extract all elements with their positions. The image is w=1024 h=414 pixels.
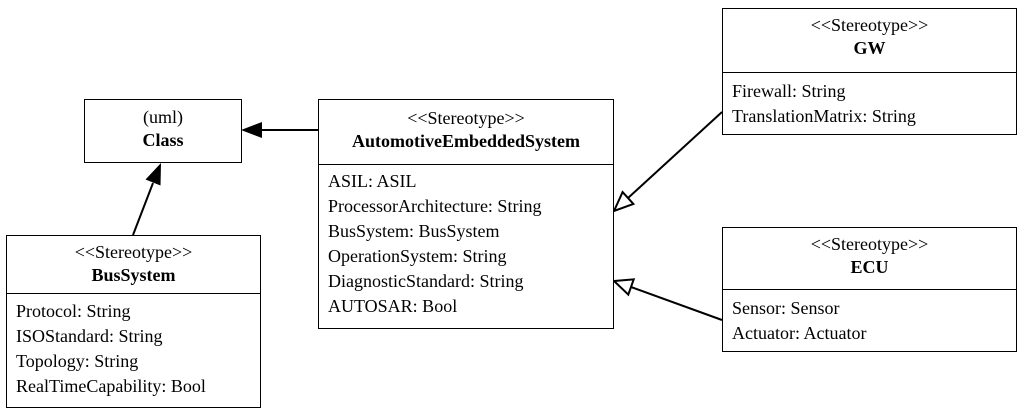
bussystem-name: BusSystem [91,265,176,285]
attribute: Firewall: String [732,81,846,101]
attribute: DiagnosticStandard: String [328,271,524,291]
bussystem-stereotype: <<Stereotype>> [74,242,193,262]
gw-stereotype: <<Stereotype>> [810,15,929,35]
gw-box: <<Stereotype>> GW Firewall: String Trans… [722,8,1017,135]
ecu-attributes: Sensor: Sensor Actuator: Actuator [723,290,1016,346]
attribute: ASIL: ASIL [328,171,417,191]
attribute: Protocol: String [16,301,131,321]
automotive-header: <<Stereotype>> AutomotiveEmbeddedSystem [319,100,613,165]
attribute: Sensor: Sensor [732,298,840,318]
bussystem-box: <<Stereotype>> BusSystem Protocol: Strin… [6,235,261,408]
ecu-name: ECU [850,257,889,277]
attribute: OperationSystem: String [328,246,507,266]
uml-class-box: (uml) Class [84,99,242,163]
uml-class-header: (uml) Class [85,100,241,152]
extension-line-bussystem-to-class [132,182,154,236]
attribute: ISOStandard: String [16,326,163,346]
automotive-name: AutomotiveEmbeddedSystem [352,131,580,151]
uml-class-stereotype: (uml) [143,107,183,127]
attribute: AUTOSAR: Bool [328,296,458,316]
attribute: Topology: String [16,351,139,371]
generalization-line-ecu-to-automotive [630,286,723,321]
automotive-embedded-system-box: <<Stereotype>> AutomotiveEmbeddedSystem … [318,99,614,329]
generalization-line-gw-to-automotive [627,111,723,199]
automotive-attributes: ASIL: ASIL ProcessorArchitecture: String… [319,165,613,319]
bussystem-header: <<Stereotype>> BusSystem [7,236,260,294]
bussystem-attributes: Protocol: String ISOStandard: String Top… [7,294,260,399]
gw-name: GW [853,38,886,58]
filled-arrowhead-automotive-to-class [241,122,262,138]
automotive-stereotype: <<Stereotype>> [407,108,525,128]
gw-attributes: Firewall: String TranslationMatrix: Stri… [723,73,1016,129]
ecu-header: <<Stereotype>> ECU [723,228,1016,290]
hollow-triangle-ecu-to-automotive [611,278,636,297]
attribute: BusSystem: BusSystem [328,221,500,241]
filled-arrowhead-bussystem-to-class [145,163,161,186]
ecu-stereotype: <<Stereotype>> [810,234,929,254]
gw-header: <<Stereotype>> GW [723,9,1016,73]
hollow-triangle-gw-to-automotive [612,190,636,213]
attribute: ProcessorArchitecture: String [328,196,542,216]
ecu-box: <<Stereotype>> ECU Sensor: Sensor Actuat… [722,227,1017,352]
attribute: Actuator: Actuator [732,323,867,343]
attribute: RealTimeCapability: Bool [16,376,206,396]
attribute: TranslationMatrix: String [732,106,916,126]
uml-class-name: Class [142,130,184,150]
